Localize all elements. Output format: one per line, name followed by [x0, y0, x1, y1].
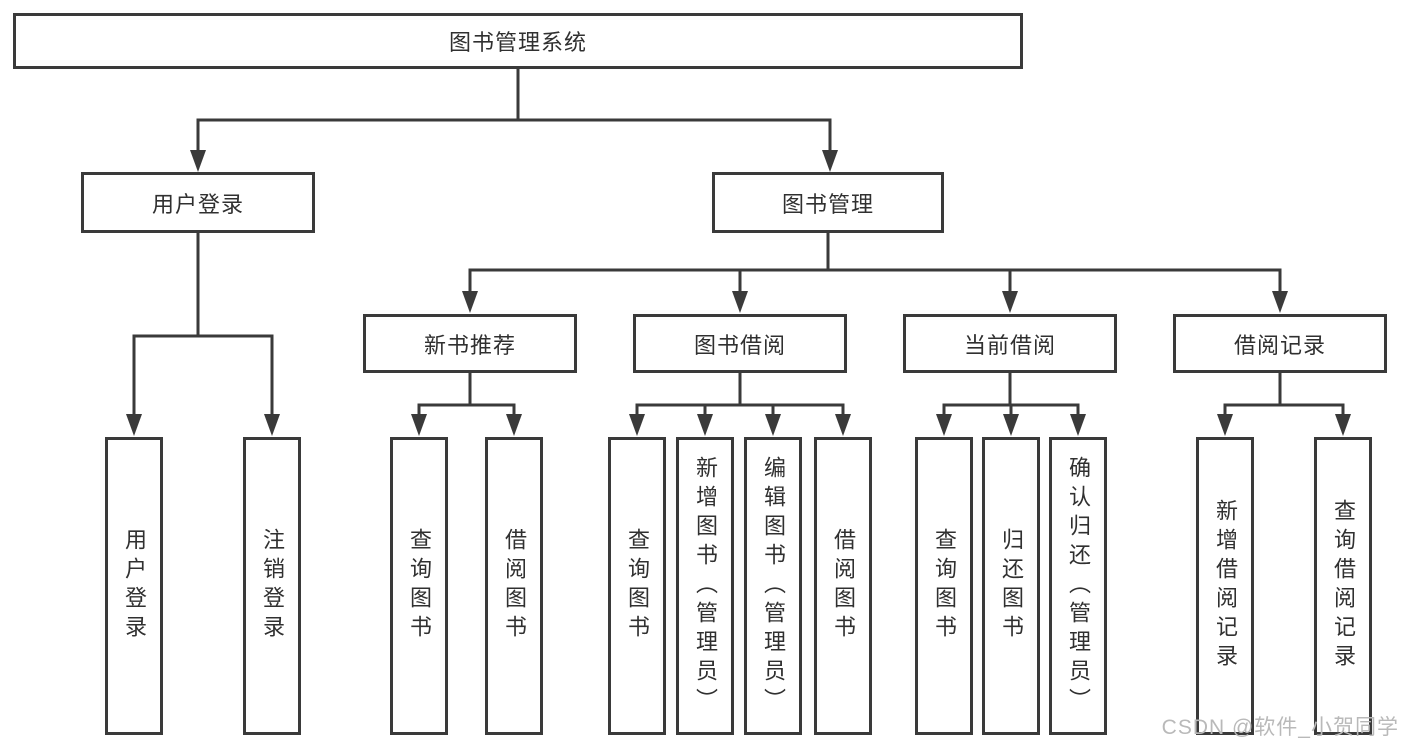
node-borrowing-records-label: 借阅记录	[1233, 332, 1326, 358]
leaf-return-books-label: 归还图书	[999, 528, 1024, 644]
leaf-recommend-borrow-books: 借阅图书	[485, 437, 543, 735]
leaf-query-borrow-record-label: 查询借阅记录	[1331, 499, 1356, 673]
node-user-login: 用户登录	[81, 172, 315, 233]
leaf-borrowing-query-books-label: 查询图书	[625, 528, 650, 644]
node-current-borrowing-label: 当前借阅	[963, 332, 1056, 358]
node-book-borrowing-label: 图书借阅	[693, 332, 786, 358]
leaf-user-login: 用户登录	[105, 437, 163, 735]
leaf-add-borrow-record: 新增借阅记录	[1196, 437, 1254, 735]
leaf-borrowing-query-books: 查询图书	[608, 437, 666, 735]
leaf-return-books: 归还图书	[982, 437, 1040, 735]
leaf-recommend-borrow-books-label: 借阅图书	[502, 528, 527, 644]
leaf-add-books-admin-label: 新增图书（管理员）	[693, 455, 718, 717]
node-root-system: 图书管理系统	[13, 13, 1023, 69]
leaf-edit-books-admin: 编辑图书（管理员）	[744, 437, 802, 735]
leaf-recommend-query-books-label: 查询图书	[407, 528, 432, 644]
leaf-user-login-label: 用户登录	[122, 528, 147, 644]
leaf-confirm-return-admin: 确认归还（管理员）	[1049, 437, 1107, 735]
leaf-logout: 注销登录	[243, 437, 301, 735]
leaf-edit-books-admin-label: 编辑图书（管理员）	[761, 455, 786, 717]
leaf-borrowing-borrow-books-label: 借阅图书	[831, 528, 856, 644]
node-new-book-recommend: 新书推荐	[363, 314, 577, 373]
node-root-system-label: 图书管理系统	[448, 30, 587, 55]
node-user-login-label: 用户登录	[151, 191, 244, 217]
leaf-confirm-return-admin-label: 确认归还（管理员）	[1066, 455, 1091, 717]
leaf-add-books-admin: 新增图书（管理员）	[676, 437, 734, 735]
node-current-borrowing: 当前借阅	[903, 314, 1117, 373]
node-borrowing-records: 借阅记录	[1173, 314, 1387, 373]
leaf-recommend-query-books: 查询图书	[390, 437, 448, 735]
leaf-current-query-books: 查询图书	[915, 437, 973, 735]
leaf-current-query-books-label: 查询图书	[932, 528, 957, 644]
node-book-management-label: 图书管理	[781, 191, 874, 217]
leaf-logout-label: 注销登录	[260, 528, 285, 644]
leaf-add-borrow-record-label: 新增借阅记录	[1213, 499, 1238, 673]
csdn-watermark: CSDN @软件_小贺同学	[1161, 716, 1399, 739]
leaf-query-borrow-record: 查询借阅记录	[1314, 437, 1372, 735]
leaf-borrowing-borrow-books: 借阅图书	[814, 437, 872, 735]
node-book-borrowing: 图书借阅	[633, 314, 847, 373]
node-book-management: 图书管理	[712, 172, 944, 233]
node-new-book-recommend-label: 新书推荐	[423, 332, 516, 358]
